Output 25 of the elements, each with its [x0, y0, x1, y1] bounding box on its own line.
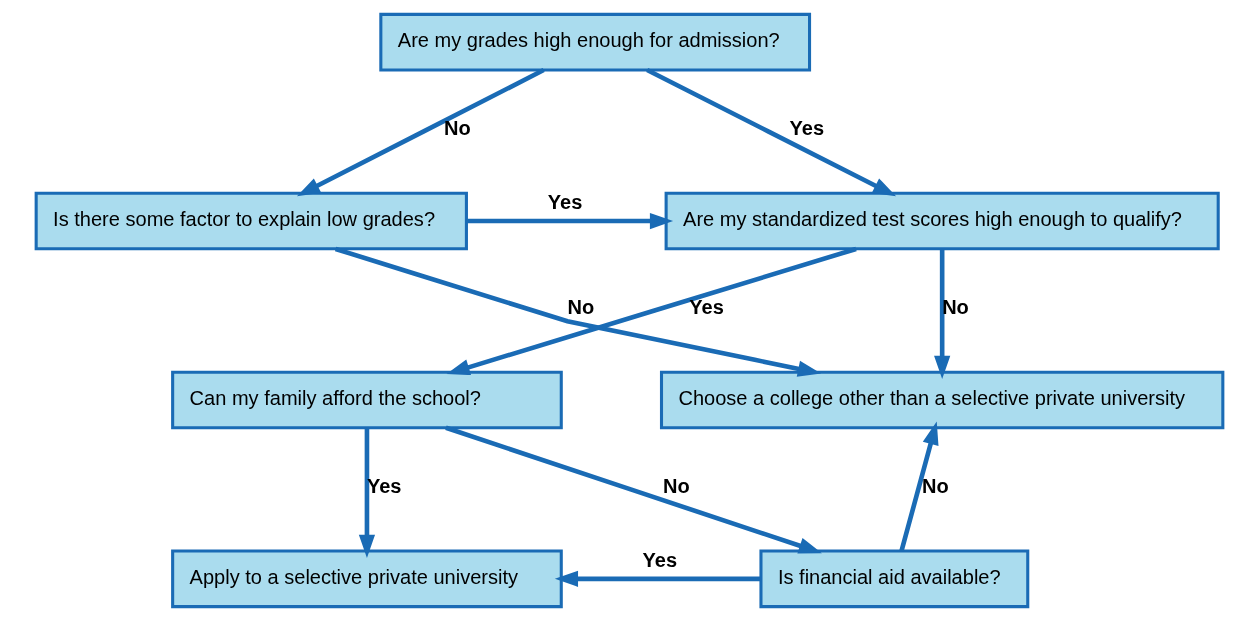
edge-label: Yes [789, 117, 825, 140]
arrow [466, 212, 674, 230]
arrow [646, 67, 897, 197]
arrow [334, 246, 822, 377]
node-box: Can my family afford the school? [171, 370, 563, 430]
arrow [934, 249, 951, 380]
node-box: Is financial aid available? [759, 549, 1030, 609]
edge-label: No [922, 475, 949, 498]
arrow [445, 425, 822, 554]
arrow [296, 67, 545, 197]
edge-label: No [663, 475, 690, 498]
node-box: Choose a college other than a selective private university [659, 370, 1225, 430]
edge-label: Yes [642, 549, 678, 572]
edge-label: Yes [689, 296, 724, 319]
node-box: Are my standardized test scores high enough to qualify? [664, 191, 1220, 251]
edge-label: No [567, 296, 595, 319]
arrow [554, 570, 761, 587]
arrow [446, 246, 857, 376]
edge-label: Yes [547, 191, 583, 214]
node-box: Apply to a selective private university [171, 549, 563, 609]
edge-label: No [444, 117, 471, 140]
node-box: Is there some factor to explain low grades? [34, 191, 468, 251]
arrow [899, 421, 939, 552]
node-box: Are my grades high enough for admission? [379, 12, 812, 72]
arrow [358, 428, 376, 558]
